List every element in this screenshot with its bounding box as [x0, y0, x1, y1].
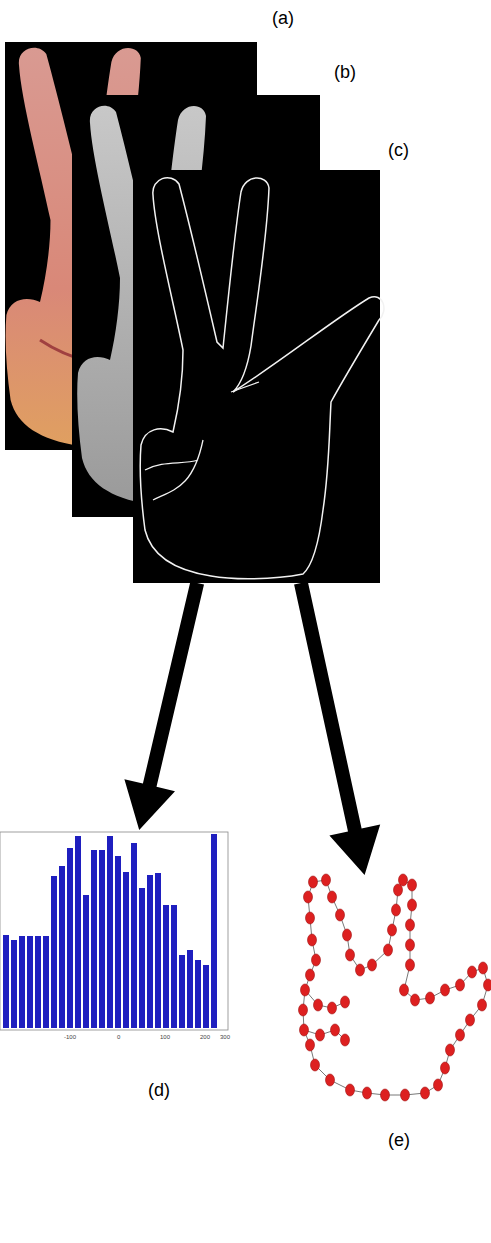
greyscale-panel: (b): [72, 95, 320, 517]
contour-graph: [299, 874, 491, 1101]
panel-label: (d): [148, 1080, 170, 1100]
histogram-panel: (d): [0, 830, 232, 1038]
histogram-bars: [3, 834, 217, 1028]
flow-arrow: [124, 581, 204, 830]
axis-tick: 100: [160, 1034, 170, 1041]
axis-tick: 200: [200, 1034, 210, 1041]
histogram-frame: [0, 832, 228, 1030]
contour-panel: (c): [133, 170, 380, 583]
axis-tick: 0: [117, 1034, 120, 1041]
panel-label: (b): [334, 62, 356, 82]
panel-label: (a): [272, 8, 294, 28]
axis-tick: 300: [220, 1034, 230, 1041]
axis-tick: -100: [64, 1034, 76, 1041]
photo-panel: (a): [5, 42, 257, 450]
panel-label: (c): [388, 140, 409, 160]
flow-arrow: [294, 582, 380, 876]
graph-panel: (e): [300, 875, 490, 1097]
hand-contour: [140, 178, 384, 579]
panel-label: (e): [388, 1130, 410, 1150]
